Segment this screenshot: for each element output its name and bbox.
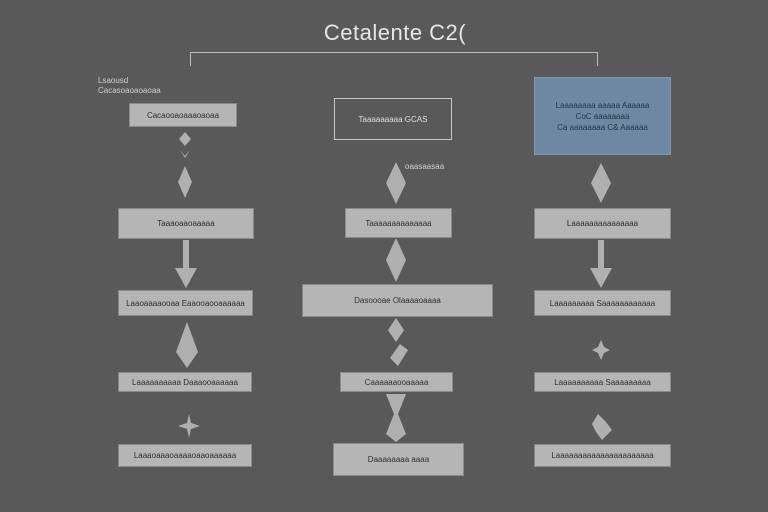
column2-connector-1-icon bbox=[386, 162, 406, 204]
column2-connector-2-icon bbox=[386, 238, 406, 282]
column2-step1-box: Taaaaaaaaa GCAS bbox=[334, 98, 452, 140]
column3-flower-icon bbox=[592, 340, 610, 360]
column1-connector-3-icon bbox=[176, 322, 198, 368]
column2-connector-3-icon bbox=[388, 318, 408, 366]
column1-connector-2-icon bbox=[178, 166, 192, 198]
column2-step3-box: Dasoooae Olaaaaoaaaa bbox=[302, 284, 493, 317]
column1-step2-box: Taaaoaaoaaaaa bbox=[118, 208, 254, 239]
column1-arrow-down-icon bbox=[175, 240, 197, 288]
column2-step2-box: Taaaaaaaaaaaaaa bbox=[345, 208, 452, 238]
column3-step4-box: Laaaaaaaaaa Saaaaaaaaa bbox=[534, 372, 671, 392]
column3-highlight-box: Laaaaaaaa aaaaa Aaaaaa CoC aaaaaaaa Ca a… bbox=[534, 77, 671, 155]
column1-star-icon bbox=[178, 414, 200, 438]
column2-step4-box: Caaaaaaooaaaaa bbox=[340, 372, 453, 392]
column1-step3-box: Laaoaaaaooaa Eaaooaooaaaaaa bbox=[118, 290, 253, 316]
column2-step5-box: Daaaaaaaa aaaa bbox=[333, 443, 464, 476]
diagram-title: Cetalente C2( bbox=[323, 20, 467, 45]
side-note-left: Lsaousd Cacasoaoaoaoaa bbox=[98, 76, 161, 95]
top-bracket-connector bbox=[190, 52, 598, 66]
side-note-middle: oaasaasaa bbox=[405, 162, 445, 171]
column3-step2-box: Laaaaaaaaaaaaaaa bbox=[534, 208, 671, 239]
column1-step4-box: Laaaaaaaaaa Daaaooaaaaaa bbox=[118, 372, 252, 392]
column1-step1-box: Cacaooaoaaaoaoaa bbox=[129, 103, 237, 127]
column3-step5-box: Laaaaaaaaaaaaaaaaaaaaaa bbox=[534, 444, 671, 467]
column3-arrow-down-icon bbox=[590, 240, 612, 288]
column2-connector-4-icon bbox=[386, 394, 406, 442]
column3-step3-box: Laaaaaaaaa Saaaaaaaaaaaa bbox=[534, 290, 671, 316]
column1-step5-box: Laaaoaaaoaaaaoaaoaaaaaa bbox=[118, 444, 252, 467]
column3-connector-1-icon bbox=[591, 163, 611, 203]
column1-connector-1-icon bbox=[179, 132, 191, 158]
column3-connector-4-icon bbox=[592, 414, 612, 440]
